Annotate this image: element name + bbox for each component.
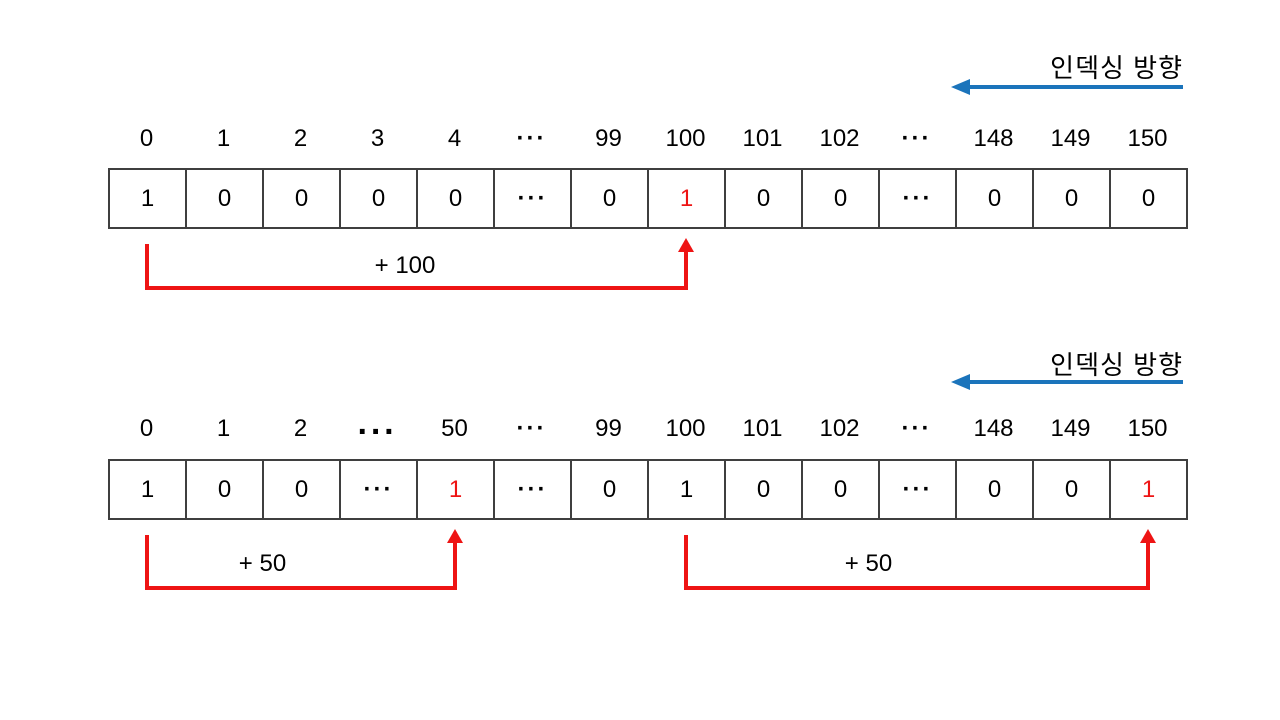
jump-label: + 100 [374, 252, 436, 279]
array-cell: 1 [110, 461, 187, 518]
index-label: 1 [216, 415, 231, 442]
index-ellipsis: ··· [357, 413, 398, 451]
index-label: 149 [1050, 415, 1091, 442]
array-cell: 1 [649, 461, 726, 518]
index-label: 102 [819, 415, 860, 442]
jump-bracket-left [144, 244, 149, 290]
array-cell-ellipsis: ··· [495, 461, 572, 518]
array-cell: 0 [726, 170, 803, 227]
index-label: 50 [441, 415, 468, 442]
jump-bracket-bar [144, 286, 688, 290]
index-row: 0 1 2 3 4 ··· 99 100 101 102 ··· 148 149 150 [108, 124, 1186, 154]
jump-bracket-bar [683, 586, 1150, 590]
jump-bracket-right [452, 543, 457, 590]
left-arrow-icon [969, 380, 1183, 384]
index-label: 149 [1050, 125, 1091, 152]
index-label: 100 [665, 415, 706, 442]
index-label: 99 [595, 125, 622, 152]
jump-label: + 50 [844, 550, 893, 577]
arrow-up-icon [446, 529, 463, 543]
index-label: 0 [139, 125, 154, 152]
array-cell: 0 [1141, 184, 1156, 212]
array-cell: 0 [341, 170, 418, 227]
index-row: 0 1 2 ··· 50 ··· 99 100 101 102 ··· 148 149 150 [108, 413, 1186, 451]
index-ellipsis: ··· [516, 125, 547, 152]
index-label: 2 [293, 125, 308, 152]
index-ellipsis: ··· [901, 415, 932, 442]
index-label: 150 [1127, 415, 1168, 442]
array-cell-ellipsis: ··· [880, 170, 957, 227]
jump-bracket-left [683, 535, 688, 590]
index-ellipsis: ··· [516, 415, 547, 442]
array-cell: 1 [1141, 475, 1156, 503]
array-cell: 1 [649, 170, 726, 227]
index-label: 148 [973, 125, 1014, 152]
array-cell: 0 [957, 461, 1034, 518]
jump-bracket-bar [144, 586, 457, 590]
index-label: 99 [595, 415, 622, 442]
arrow-up-icon [677, 238, 694, 252]
array-cell-ellipsis: ··· [880, 461, 957, 518]
index-label: 101 [742, 415, 783, 442]
index-label: 150 [1127, 125, 1168, 152]
array-cell: 0 [187, 170, 264, 227]
array-cell: 1 [418, 461, 495, 518]
indexing-direction-label: 인덱싱 방향 [1050, 350, 1183, 380]
array-cell: 0 [572, 170, 649, 227]
array-cell: 0 [803, 461, 880, 518]
index-label: 2 [293, 415, 308, 442]
indexing-direction-label: 인덱싱 방향 [1050, 53, 1183, 83]
array-cell: 0 [264, 461, 341, 518]
array-cell: 0 [803, 170, 880, 227]
array-cell: 1 [110, 170, 187, 227]
array-cell: 0 [957, 170, 1034, 227]
index-label: 101 [742, 125, 783, 152]
jump-bracket-right [683, 252, 688, 290]
index-label: 4 [447, 125, 462, 152]
index-ellipsis: ··· [901, 125, 932, 152]
arrow-up-icon [1139, 529, 1156, 543]
left-arrowhead-icon [951, 374, 970, 390]
array-cell-ellipsis: ··· [495, 170, 572, 227]
array-cell: 0 [726, 461, 803, 518]
array-cell: 0 [1034, 461, 1111, 518]
index-label: 100 [665, 125, 706, 152]
index-label: 3 [370, 125, 385, 152]
left-arrow-icon [969, 85, 1183, 89]
index-label: 148 [973, 415, 1014, 442]
array-cell-ellipsis: ··· [341, 461, 418, 518]
jump-label: + 50 [238, 550, 287, 577]
array-cell: 0 [187, 461, 264, 518]
array-cell: 0 [264, 170, 341, 227]
jump-bracket-right [1145, 543, 1150, 590]
jump-bracket-left [144, 535, 149, 590]
array-cell: 0 [572, 461, 649, 518]
index-label: 102 [819, 125, 860, 152]
index-label: 0 [139, 415, 154, 442]
array-cell: 0 [418, 170, 495, 227]
array-cell: 0 [1034, 170, 1111, 227]
left-arrowhead-icon [951, 79, 970, 95]
index-label: 1 [216, 125, 231, 152]
